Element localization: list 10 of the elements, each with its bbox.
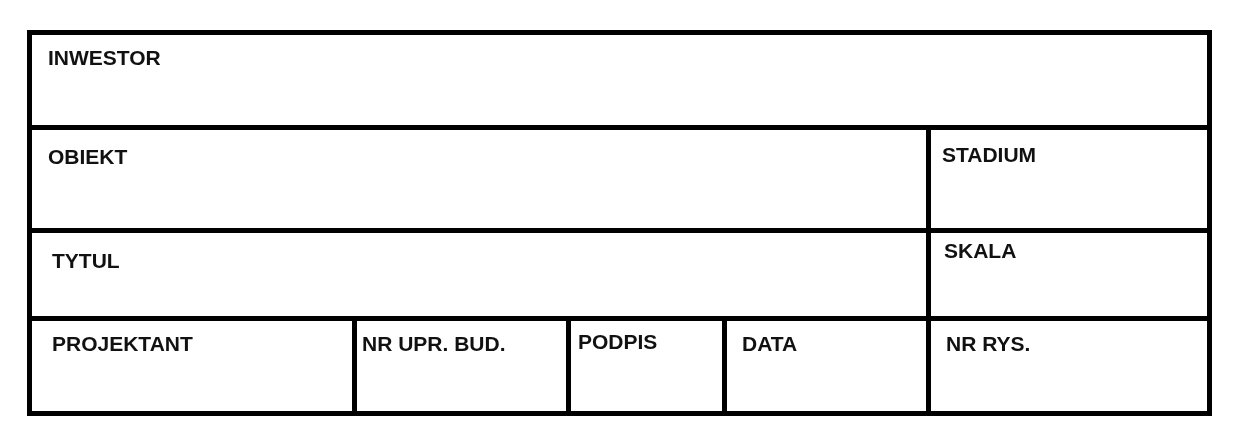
field-label: NR UPR. BUD. <box>362 333 506 354</box>
field-label: DATA <box>742 333 798 354</box>
field-label: PROJEKTANT <box>52 333 193 354</box>
field-label: SKALA <box>944 240 1017 261</box>
field-label: NR RYS. <box>946 333 1031 354</box>
field-label: STADIUM <box>942 144 1037 165</box>
field-label: INWESTOR <box>48 47 161 68</box>
field-label: OBIEKT <box>48 146 128 167</box>
field-label: TYTUL <box>52 250 120 271</box>
field-label: PODPIS <box>578 331 658 352</box>
